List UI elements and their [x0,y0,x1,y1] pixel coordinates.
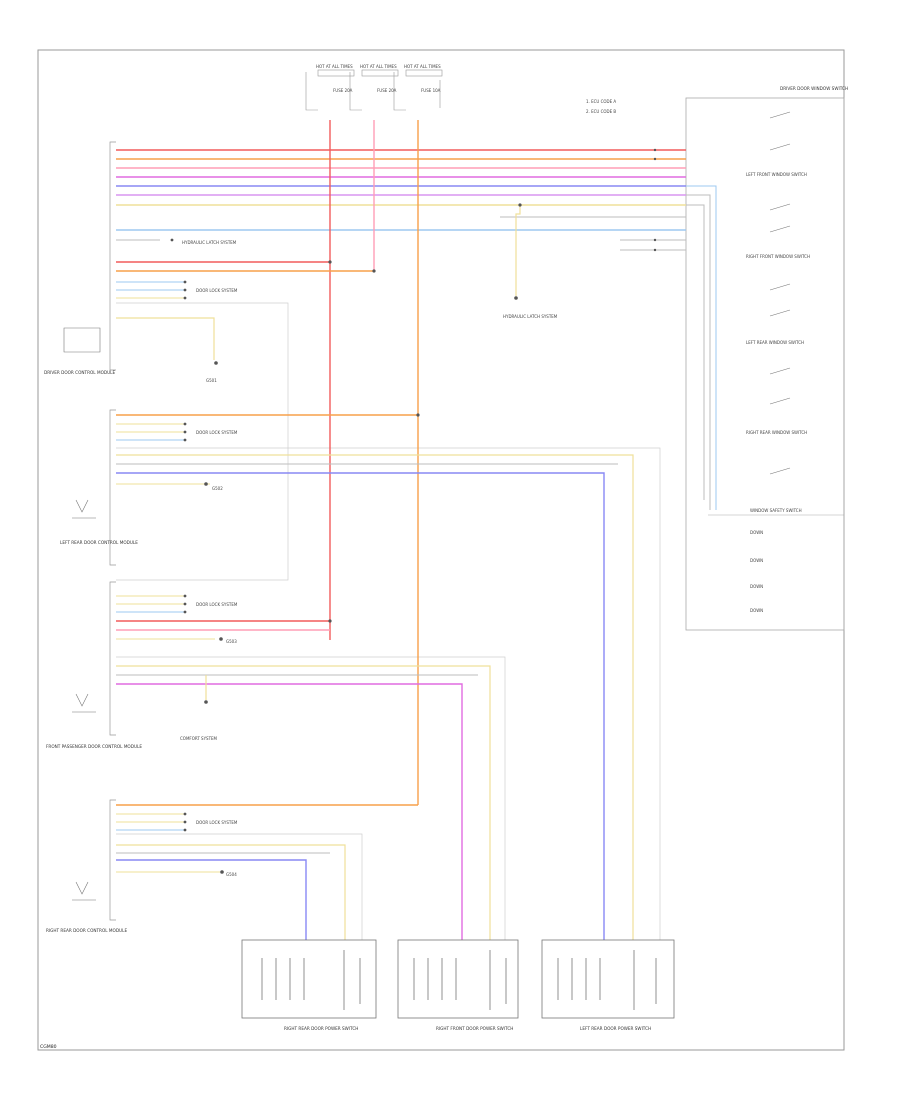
right-row-4: DOWN [750,608,763,613]
fuse-block [305,69,443,111]
switch-2-label: RIGHT FRONT DOOR POWER SWITCH [436,1026,513,1031]
diagram-border [37,49,845,1051]
fuse-2-label: FUSE 20A [377,88,397,93]
module-symbols [63,327,101,901]
ground-label-2: G502 [212,486,223,491]
fuse-3-label: FUSE 10A [421,88,441,93]
junction-dots [170,148,657,874]
module-bracket-1 [109,141,116,371]
module-1-label: DRIVER DOOR CONTROL MODULE [44,370,115,375]
center-module-label: HYDRAULIC LATCH SYSTEM [503,314,558,319]
note-line-1: 1. ECU CODE A [586,99,616,104]
right-panel-switches [769,111,791,475]
module-4-label: RIGHT REAR DOOR CONTROL MODULE [46,928,127,933]
right-section-5: WINDOW SAFETY SWITCH [750,508,802,513]
door-lock-label-4: DOOR LOCK SYSTEM [196,820,238,825]
ground-label-4: G504 [226,872,237,877]
right-switch-panel [685,97,845,631]
module-bracket-3 [109,581,116,736]
door-lock-label-1: DOOR LOCK SYSTEM [196,288,238,293]
door-lock-label-3: DOOR LOCK SYSTEM [196,602,238,607]
page-code: CGM80 [40,1044,57,1050]
switch-3-label: LEFT REAR DOOR POWER SWITCH [580,1026,651,1031]
hydraulic-label: HYDRAULIC LATCH SYSTEM [182,240,237,245]
fuse-1-name: HOT AT ALL TIMES [316,64,353,69]
module-bracket-4 [109,799,116,921]
right-section-3: LEFT REAR WINDOW SWITCH [746,340,804,345]
door-switches [241,939,675,1019]
switch-1-label: RIGHT REAR DOOR POWER SWITCH [284,1026,358,1031]
ground-label-3: G503 [226,639,237,644]
fuse-2-name: HOT AT ALL TIMES [360,64,397,69]
door-lock-label-2: DOOR LOCK SYSTEM [196,430,238,435]
module-2-label: LEFT REAR DOOR CONTROL MODULE [60,540,138,545]
right-row-1: DOWN [750,530,763,535]
right-row-3: DOWN [750,584,763,589]
comfort-label: COMFORT SYSTEM [180,736,218,741]
module-3-label: FRONT PASSENGER DOOR CONTROL MODULE [46,744,142,749]
fuse-3-name: HOT AT ALL TIMES [404,64,441,69]
fuse-1-label: FUSE 20A [333,88,353,93]
right-panel-title: DRIVER DOOR WINDOW SWITCH [780,86,848,91]
right-section-4: RIGHT REAR WINDOW SWITCH [746,430,807,435]
right-section-2: RIGHT FRONT WINDOW SWITCH [746,254,810,259]
module-bracket-2 [109,409,116,566]
note-line-2: 2. ECU CODE B [586,109,616,114]
right-row-2: DOWN [750,558,763,563]
right-section-1: LEFT FRONT WINDOW SWITCH [746,172,807,177]
ground-label-1: G501 [206,378,217,383]
